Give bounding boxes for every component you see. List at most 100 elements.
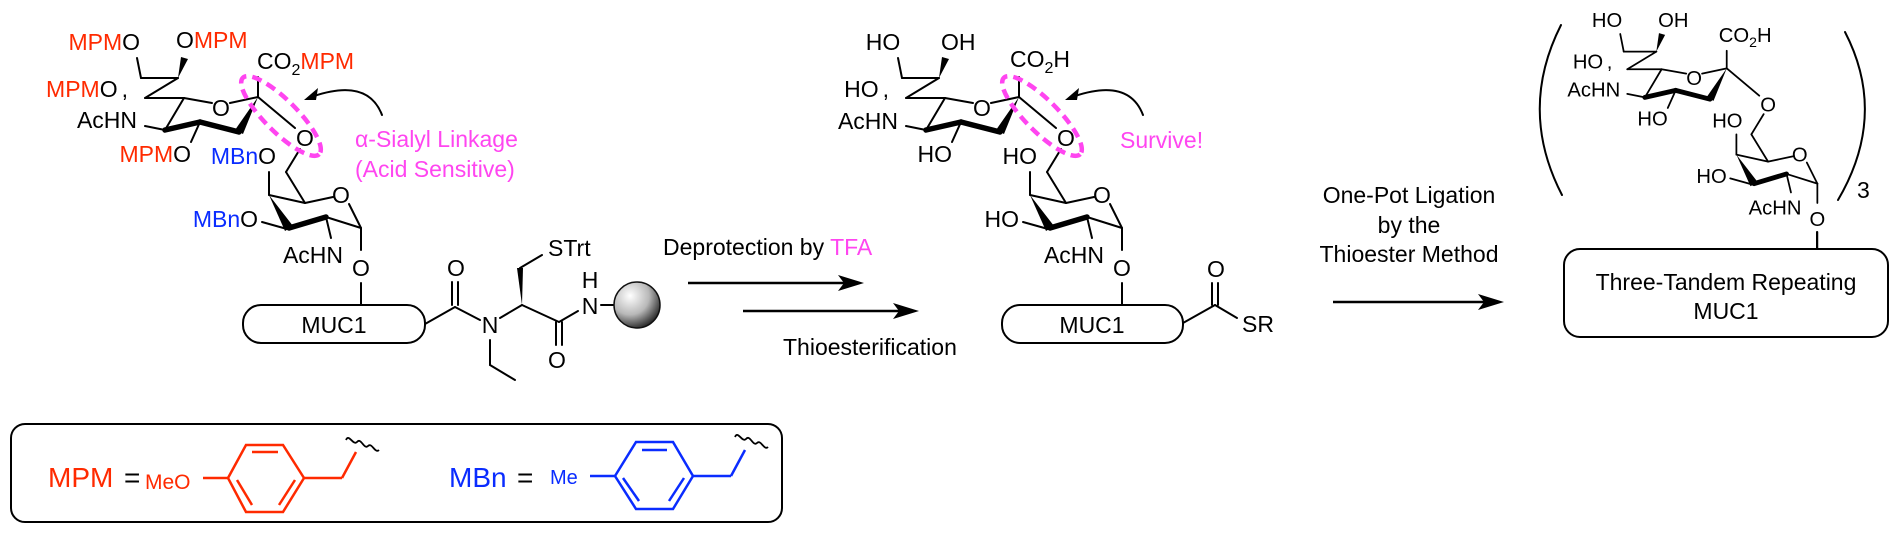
achn-label: AcHN xyxy=(1749,197,1802,219)
subscript: 2 xyxy=(1749,34,1757,50)
ring-oxygen: O xyxy=(1792,145,1808,167)
gal-c4-hydroxyl: HO xyxy=(1003,143,1038,169)
arrowhead xyxy=(838,275,864,291)
bond xyxy=(667,477,686,502)
legend-mpm-label: MPM xyxy=(48,462,113,493)
sialyl-linkage-highlight xyxy=(999,73,1085,159)
muc1-label: MUC1 xyxy=(301,312,366,338)
bond xyxy=(729,449,747,477)
acid-h: H xyxy=(1053,46,1070,72)
bond xyxy=(277,479,297,506)
c7-mpmo-label: MPMO, xyxy=(46,76,128,102)
bond xyxy=(499,304,523,319)
repeat-unit: HO OH CO2H HO, AcHN HO O O HO O HO AcHN … xyxy=(1567,10,1825,251)
hydroxyl: HO xyxy=(1573,51,1603,73)
muc1-label: MUC1 xyxy=(1059,312,1124,338)
stereo-mark: , xyxy=(122,76,128,102)
resin-linker-bonds xyxy=(424,254,615,381)
glycosidic-oxygen: O xyxy=(296,125,314,151)
legend-equals: = xyxy=(124,462,140,493)
mbn-group: MBn xyxy=(211,143,258,169)
tertiary-amide-n: N xyxy=(482,312,499,338)
bond xyxy=(424,306,456,325)
strt-label: STrt xyxy=(548,235,591,261)
carbonyl: CO xyxy=(1010,46,1045,72)
callout-arrowhead xyxy=(1065,88,1079,100)
bond xyxy=(235,479,254,506)
acid-sensitive-callout: (Acid Sensitive) xyxy=(355,156,515,182)
mpm-group: MPM xyxy=(46,76,100,102)
thr-oxygen: O xyxy=(1809,209,1825,231)
callout-arrowhead xyxy=(304,88,318,100)
ring-oxygen: O xyxy=(332,182,350,208)
reactant-structure: MPMO OMPM CO2MPM MPMO, AcHN MPMO O O MBn… xyxy=(46,27,661,381)
achn-label: AcHN xyxy=(838,108,898,134)
benzene-ring xyxy=(613,440,695,511)
mpm-group: MPM xyxy=(119,141,173,167)
stereo-mark: , xyxy=(1607,51,1613,73)
gal-c4-mbno-label: MBnO xyxy=(211,143,276,169)
bond xyxy=(558,310,579,323)
ligation-label-line2: by the xyxy=(1378,212,1441,238)
carbonyl-oxygen: O xyxy=(548,347,566,373)
mpm-group: MPM xyxy=(68,29,122,55)
c4-hydroxyl: HO xyxy=(1637,109,1667,131)
right-parenthesis xyxy=(1837,31,1866,201)
mbn-group: MBn xyxy=(193,206,240,232)
c7-hydroxyl: HO, xyxy=(1573,51,1613,73)
ligation-label-line3: Thioester Method xyxy=(1320,241,1499,267)
bond xyxy=(519,254,543,269)
product-box-line2: MUC1 xyxy=(1693,298,1758,324)
legend-box xyxy=(10,423,783,523)
subscript: 2 xyxy=(292,62,301,79)
bond xyxy=(1214,304,1238,319)
left-parenthesis xyxy=(1538,24,1563,196)
oxygen: O xyxy=(240,206,258,232)
callout-arrow xyxy=(313,89,383,116)
c4-mpmo-label: MPMO xyxy=(119,141,191,167)
legend-meo-label: MeO xyxy=(145,471,191,494)
amide-h: H xyxy=(582,267,599,293)
attachment-squiggle-icon xyxy=(734,434,769,449)
mbn-structure xyxy=(590,440,747,511)
step2-arrow: One-Pot Ligation by the Thioester Method xyxy=(1320,182,1504,310)
achn-label: AcHN xyxy=(283,242,343,268)
ring-oxygen: O xyxy=(973,95,991,121)
ring-oxygen: O xyxy=(212,95,230,121)
achn-label: AcHN xyxy=(1567,80,1620,102)
bond xyxy=(340,451,358,479)
thioesterification-label: Thioesterification xyxy=(783,334,957,360)
solid-support-resin-bead xyxy=(613,281,661,329)
repeat-count: 3 xyxy=(1857,177,1870,203)
tfa-reagent: TFA xyxy=(830,234,873,260)
intermediate-structure: HO OH CO2H HO, AcHN HO O O HO O HO AcHN … xyxy=(838,29,1274,344)
c8-hydroxyl: OH xyxy=(941,29,976,55)
legend-me-label: Me xyxy=(550,467,578,489)
gal-c3-mbno-label: MBnO xyxy=(193,206,258,232)
acid-h: H xyxy=(1757,25,1772,47)
gal-c3-hydroxyl: HO xyxy=(1696,166,1726,188)
thioester-bonds xyxy=(1182,282,1238,324)
protecting-group-legend: MPM = MeO MBn = Me xyxy=(10,423,783,523)
oxygen: O xyxy=(173,141,191,167)
step1-top-label: Deprotection by TFA xyxy=(663,234,873,260)
legend-equals: = xyxy=(517,462,533,493)
deprotection-text: Deprotection by xyxy=(663,234,830,260)
thr-oxygen: O xyxy=(352,255,370,281)
product-structure: HO OH CO2H HO, AcHN HO O O HO O HO AcHN … xyxy=(1538,10,1889,338)
c9-mpmo-label: MPMO xyxy=(68,29,140,55)
carbonyl-oxygen: O xyxy=(447,255,465,281)
wedge-bond xyxy=(517,268,523,305)
glycosidic-oxygen: O xyxy=(1057,125,1075,151)
carbonyl: CO xyxy=(1719,25,1749,47)
glycosidic-oxygen: O xyxy=(1760,94,1776,116)
bond xyxy=(521,304,560,323)
mpm-group: MPM xyxy=(300,48,354,74)
mpm-structure xyxy=(203,443,358,514)
thr-oxygen: O xyxy=(1113,255,1131,281)
oxygen: O xyxy=(176,27,194,53)
sialyl-linkage-callout: α-Sialyl Linkage xyxy=(355,126,518,152)
carbonyl: CO xyxy=(257,48,292,74)
achn-label: AcHN xyxy=(1044,242,1104,268)
